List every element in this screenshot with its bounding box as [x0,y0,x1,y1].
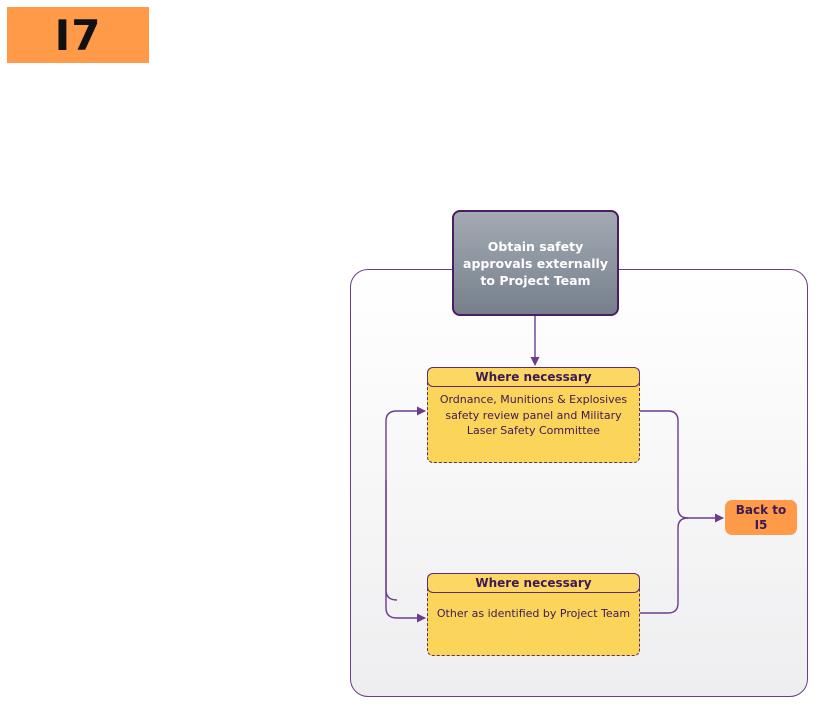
stage-code-badge: I7 [7,7,149,63]
condition-node-2: Where necessary Other as identified by P… [427,573,640,656]
connector-loop-to-condition-2 [385,480,426,623]
condition-2-body: Other as identified by Project Team [436,607,631,620]
main-step-label: Obtain safety approvals externally to Pr… [463,238,608,288]
condition-1-header: Where necessary [427,367,640,387]
connector-loop-to-condition-1 [385,406,426,601]
back-to-step-button[interactable]: Back to I5 [725,500,797,535]
back-to-step-label: Back to I5 [735,502,787,532]
condition-2-header: Where necessary [427,573,640,593]
connector-condition-2-to-exit [640,517,689,614]
main-step-node: Obtain safety approvals externally to Pr… [452,210,619,316]
condition-1-body: Ordnance, Munitions & Explosives safety … [439,393,628,437]
connector-condition-1-to-exit [640,410,724,523]
condition-node-1: Where necessary Ordnance, Munitions & Ex… [427,367,640,463]
